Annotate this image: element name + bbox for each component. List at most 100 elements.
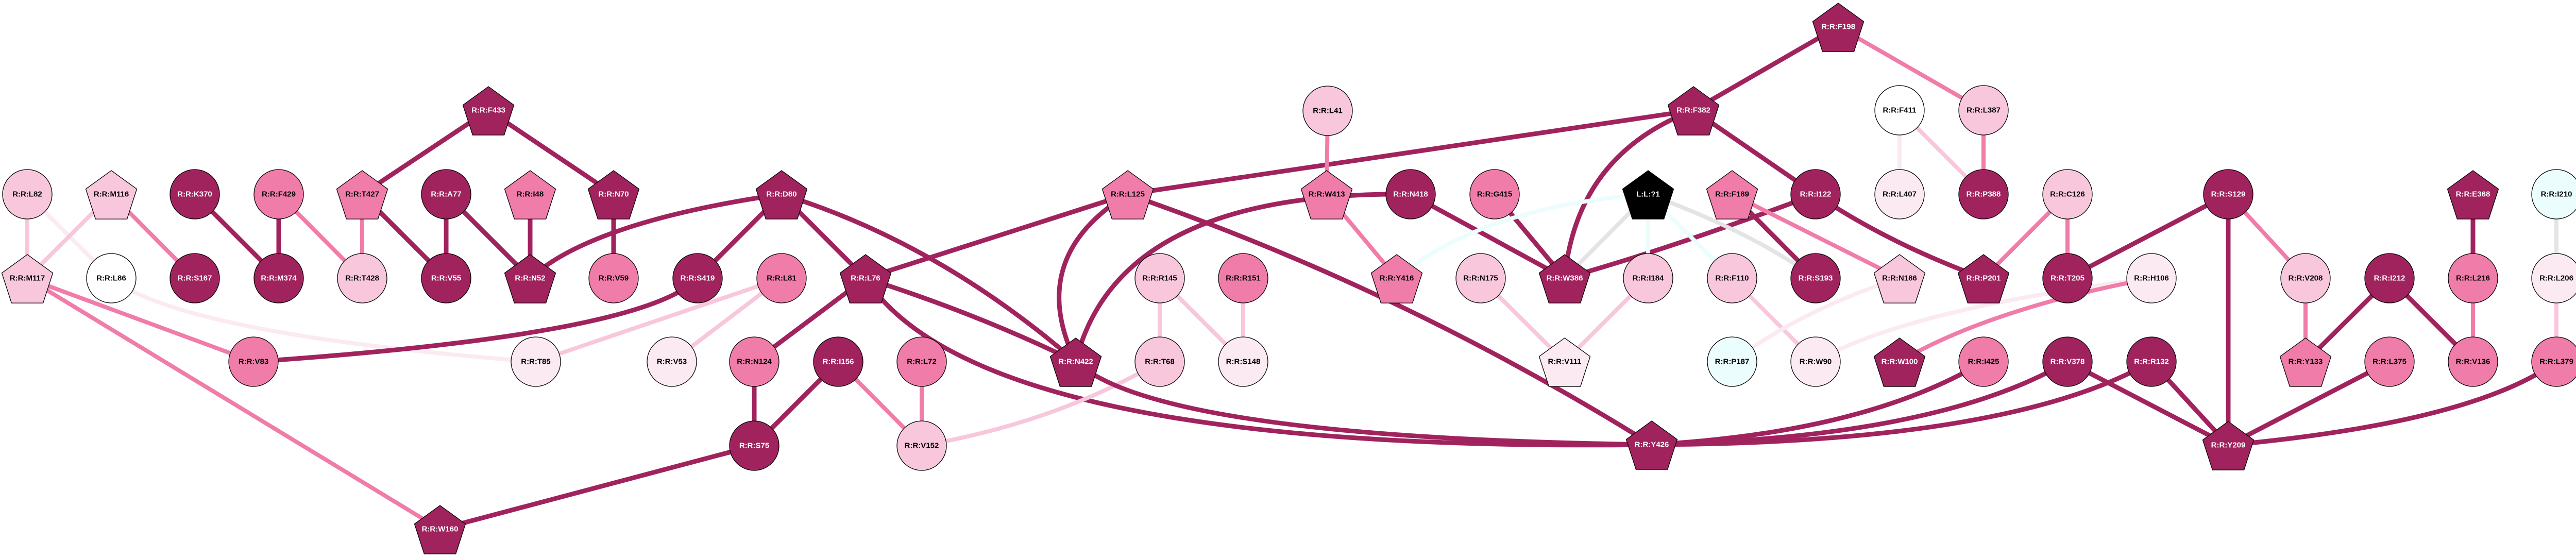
node-r-r-l379[interactable]: R:R:L379: [2531, 336, 2576, 387]
node-r-r-f382[interactable]: R:R:F382: [1667, 86, 1720, 136]
node-r-r-v83[interactable]: R:R:V83: [228, 336, 279, 387]
node-r-r-l86[interactable]: R:R:L86: [86, 253, 137, 303]
node-label: R:R:S129: [2211, 190, 2246, 199]
pentagon-node-shape: [1101, 170, 1154, 219]
node-r-r-v152[interactable]: R:R:V152: [896, 420, 947, 471]
node-r-r-l81[interactable]: R:R:L81: [756, 253, 807, 303]
edge-r-r-w100-r-r-h106: [1897, 276, 2154, 364]
node-r-r-p187[interactable]: R:R:P187: [1707, 336, 1757, 387]
node-r-r-t427[interactable]: R:R:T427: [336, 170, 388, 219]
node-r-r-s75[interactable]: R:R:S75: [729, 420, 779, 471]
node-r-r-r145[interactable]: R:R:R145: [1134, 253, 1185, 303]
circle-node-shape: [1874, 169, 1925, 219]
node-r-r-l72[interactable]: R:R:L72: [896, 336, 947, 387]
node-r-r-p201[interactable]: R:R:P201: [1957, 254, 2010, 303]
node-r-r-v59[interactable]: R:R:V59: [588, 253, 639, 303]
node-r-r-s193[interactable]: R:R:S193: [1790, 253, 1841, 303]
node-r-r-t85[interactable]: R:R:T85: [511, 336, 561, 387]
node-r-r-w160[interactable]: R:R:W160: [414, 505, 466, 554]
node-r-r-v111[interactable]: R:R:V111: [1538, 337, 1591, 387]
node-r-r-l407[interactable]: R:R:L407: [1874, 169, 1925, 219]
node-r-r-i184[interactable]: R:R:I184: [1623, 253, 1673, 303]
node-label: R:R:V83: [239, 358, 268, 366]
node-r-r-l206[interactable]: R:R:L206: [2531, 253, 2576, 303]
node-r-r-v53[interactable]: R:R:V53: [647, 336, 697, 387]
node-r-r-n418[interactable]: R:R:N418: [1385, 169, 1436, 219]
node-r-r-n70[interactable]: R:R:N70: [587, 170, 640, 219]
node-r-r-n52[interactable]: R:R:N52: [504, 254, 556, 303]
circle-node-shape: [1958, 169, 2009, 219]
node-r-r-m374[interactable]: R:R:M374: [253, 253, 304, 303]
edge-r-r-n418-r-r-w386: [1408, 192, 1567, 281]
node-r-r-t205[interactable]: R:R:T205: [2042, 253, 2093, 303]
node-r-r-l387[interactable]: R:R:L387: [1958, 85, 2009, 136]
node-label: R:R:L375: [2372, 358, 2406, 366]
circle-node-shape: [1134, 253, 1185, 303]
node-r-r-n175[interactable]: R:R:N175: [1455, 253, 1506, 303]
node-r-r-g415[interactable]: R:R:G415: [1469, 169, 1520, 219]
node-r-r-p388[interactable]: R:R:P388: [1958, 169, 2009, 219]
node-r-r-f429[interactable]: R:R:F429: [253, 169, 304, 219]
node-r-r-s167[interactable]: R:R:S167: [170, 253, 220, 303]
node-r-r-m116[interactable]: R:R:M116: [85, 170, 138, 219]
node-label: R:R:L86: [96, 274, 126, 283]
node-r-r-l125[interactable]: R:R:L125: [1101, 170, 1154, 219]
node-r-r-i156[interactable]: R:R:I156: [813, 336, 863, 387]
node-r-r-i48[interactable]: R:R:I48: [504, 170, 556, 219]
node-r-r-l76[interactable]: R:R:L76: [839, 254, 892, 303]
node-r-r-y416[interactable]: R:R:Y416: [1370, 254, 1423, 303]
node-r-r-f411[interactable]: R:R:F411: [1874, 85, 1925, 136]
node-r-r-d80[interactable]: R:R:D80: [755, 170, 808, 219]
node-label: R:R:F198: [1821, 23, 1855, 31]
node-label: R:R:H106: [2134, 274, 2169, 283]
node-r-r-l82[interactable]: R:R:L82: [2, 169, 53, 219]
node-label: R:R:C126: [2050, 190, 2085, 199]
node-label: R:R:L72: [907, 358, 937, 366]
node-r-r-l375[interactable]: R:R:L375: [2364, 336, 2415, 387]
node-r-r-f189[interactable]: R:R:F189: [1706, 170, 1758, 219]
node-l-l-1[interactable]: L:L:?1: [1622, 170, 1674, 219]
node-r-r-l41[interactable]: R:R:L41: [1302, 86, 1353, 136]
node-r-r-t68[interactable]: R:R:T68: [1134, 336, 1185, 387]
node-r-r-f110[interactable]: R:R:F110: [1707, 253, 1757, 303]
node-r-r-m117[interactable]: R:R:M117: [1, 254, 54, 303]
node-r-r-f198[interactable]: R:R:F198: [1812, 3, 1865, 52]
edge-r-r-i425-r-r-y426: [1649, 359, 1986, 447]
node-r-r-l216[interactable]: R:R:L216: [2448, 253, 2498, 303]
node-r-r-v136[interactable]: R:R:V136: [2448, 336, 2498, 387]
node-r-r-i425[interactable]: R:R:I425: [1958, 336, 2009, 387]
node-r-r-i122[interactable]: R:R:I122: [1790, 169, 1841, 219]
circle-node-shape: [1790, 169, 1841, 219]
node-r-r-w90[interactable]: R:R:W90: [1790, 336, 1841, 387]
node-label: R:R:L216: [2456, 274, 2490, 283]
node-r-r-w413[interactable]: R:R:W413: [1300, 170, 1353, 219]
node-r-r-i210[interactable]: R:R:I210: [2531, 169, 2576, 219]
node-r-r-r151[interactable]: R:R:R151: [1218, 253, 1268, 303]
node-r-r-w100[interactable]: R:R:W100: [1873, 337, 1926, 387]
node-r-r-v208[interactable]: R:R:V208: [2280, 253, 2331, 303]
node-r-r-c126[interactable]: R:R:C126: [2042, 169, 2093, 219]
node-r-r-n124[interactable]: R:R:N124: [729, 336, 779, 387]
node-r-r-w386[interactable]: R:R:W386: [1538, 254, 1591, 303]
node-r-r-y209[interactable]: R:R:Y209: [2202, 421, 2255, 470]
node-r-r-h106[interactable]: R:R:H106: [2126, 253, 2177, 303]
node-r-r-i212[interactable]: R:R:I212: [2364, 253, 2415, 303]
node-label: R:R:V55: [431, 274, 461, 283]
node-r-r-s148[interactable]: R:R:S148: [1218, 336, 1268, 387]
node-r-r-k370[interactable]: R:R:K370: [170, 169, 220, 219]
node-label: R:R:T428: [345, 274, 379, 283]
node-r-r-n422[interactable]: R:R:N422: [1049, 337, 1102, 387]
node-r-r-t428[interactable]: R:R:T428: [337, 253, 387, 303]
node-r-r-f433[interactable]: R:R:F433: [462, 86, 515, 136]
node-r-r-n186[interactable]: R:R:N186: [1873, 254, 1926, 303]
node-r-r-y133[interactable]: R:R:Y133: [2279, 337, 2332, 387]
node-label: R:R:V59: [599, 274, 629, 283]
node-r-r-y426[interactable]: R:R:Y426: [1625, 420, 1678, 470]
node-r-r-s129[interactable]: R:R:S129: [2203, 169, 2253, 219]
node-r-r-r132[interactable]: R:R:R132: [2126, 336, 2177, 387]
node-r-r-a77[interactable]: R:R:A77: [421, 169, 471, 219]
node-r-r-s419[interactable]: R:R:S419: [672, 253, 723, 303]
node-r-r-e368[interactable]: R:R:E368: [2447, 170, 2499, 219]
node-r-r-v55[interactable]: R:R:V55: [421, 253, 471, 303]
node-r-r-v378[interactable]: R:R:V378: [2042, 336, 2093, 387]
